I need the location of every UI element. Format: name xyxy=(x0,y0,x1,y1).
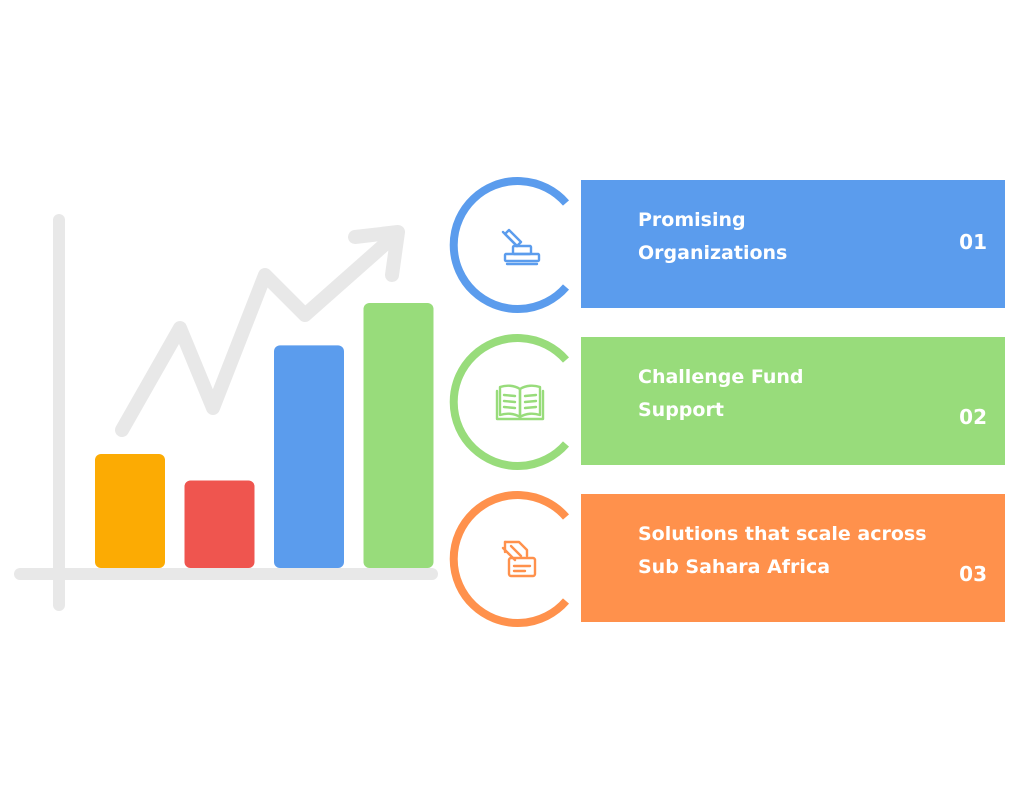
stamp-icon xyxy=(483,208,557,282)
chart-bar-2 xyxy=(184,480,255,568)
step-2-banner: Challenge Fund Support 02 xyxy=(581,337,1005,465)
step-1-label: Promising Organizations xyxy=(638,209,788,264)
step-1-ring xyxy=(449,177,570,313)
step-2-number: 02 xyxy=(959,405,987,429)
step-1-banner: Promising Organizations 01 xyxy=(581,180,1005,308)
step-2-ring xyxy=(449,334,570,470)
step-3: Solutions that scale across Sub Sahara A… xyxy=(445,484,1005,634)
step-3-ring xyxy=(449,491,570,627)
step-3-number: 03 xyxy=(959,562,987,586)
trend-line xyxy=(115,231,399,437)
step-1: Promising Organizations 01 xyxy=(445,170,1005,320)
step-2: Challenge Fund Support 02 xyxy=(445,327,1005,477)
chart-bar-4 xyxy=(363,303,434,568)
step-3-label: Solutions that scale across Sub Sahara A… xyxy=(638,523,927,578)
open-book-icon xyxy=(483,365,557,439)
chart-bar-3 xyxy=(274,345,344,568)
trend-arrow-head xyxy=(348,225,405,282)
chart-bar-1 xyxy=(95,454,165,568)
step-2-label: Challenge Fund Support xyxy=(638,366,804,421)
step-3-banner: Solutions that scale across Sub Sahara A… xyxy=(581,494,1005,622)
document-icon xyxy=(483,522,557,596)
step-1-number: 01 xyxy=(959,230,987,254)
growth-chart-illustration xyxy=(14,214,438,611)
